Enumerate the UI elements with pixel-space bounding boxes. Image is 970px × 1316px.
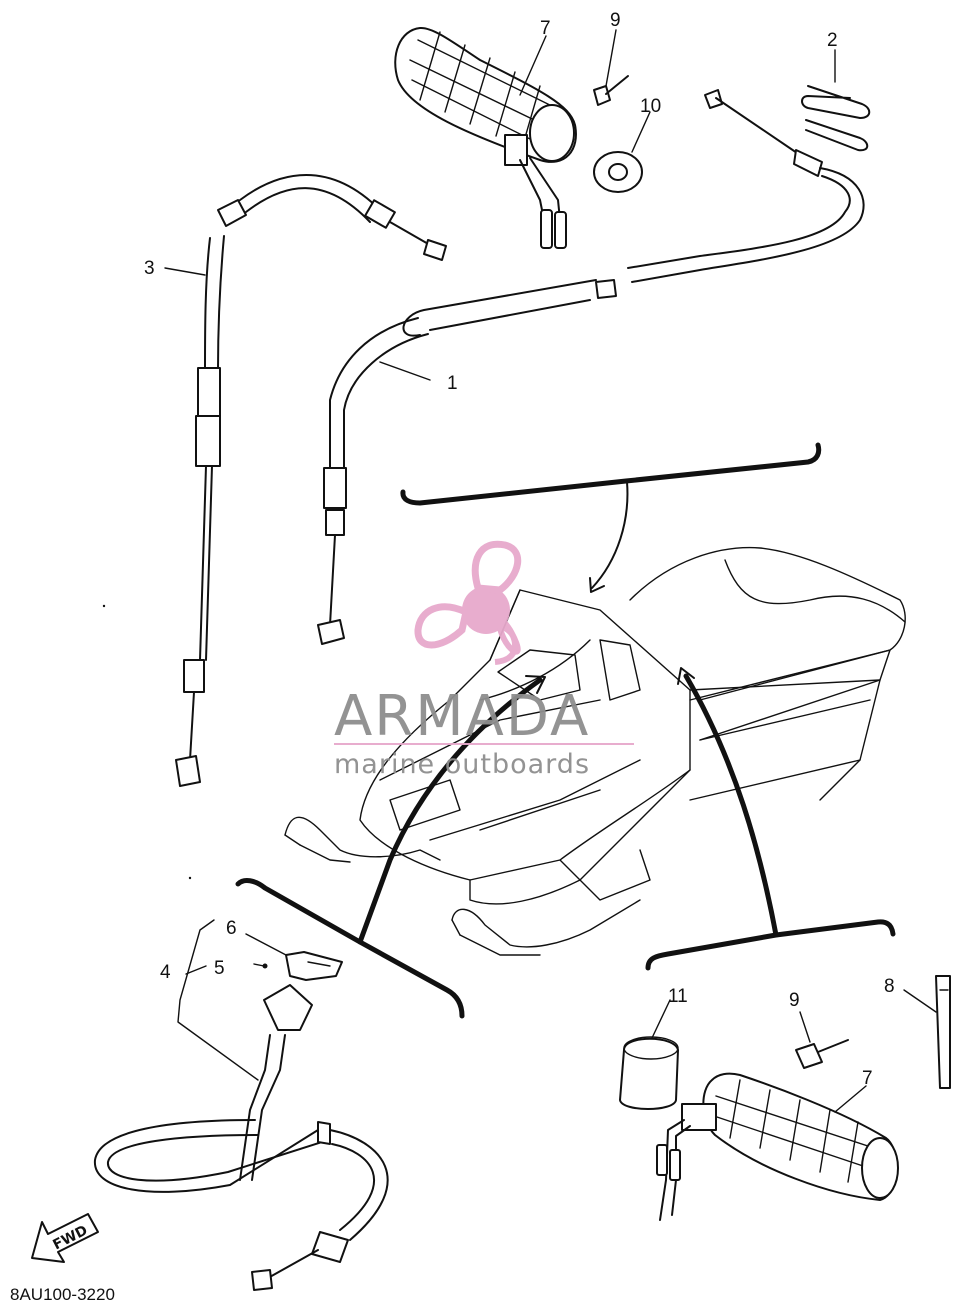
leader-7-top	[519, 35, 547, 96]
leader-10	[631, 111, 651, 153]
callout-1: 1	[447, 373, 458, 394]
callout-9-top: 9	[610, 10, 621, 31]
diagram-code: 8AU100-3220	[10, 1285, 115, 1304]
part-10-washer[interactable]	[593, 151, 643, 193]
callout-9-bottom: 9	[789, 990, 800, 1011]
snowmobile-illustration	[284, 546, 906, 956]
callout-labels: 1 2 3 4 5 6 7 7 8 9 9 10 11	[144, 10, 895, 1089]
callout-11: 11	[668, 986, 688, 1007]
watermark-tagline: marine outboards	[334, 749, 590, 780]
callout-7-top: 7	[540, 18, 551, 39]
part-5-pin[interactable]	[253, 963, 268, 969]
part-6-lanyard-clip[interactable]	[245, 933, 343, 981]
part-11-collar[interactable]	[619, 999, 679, 1110]
callout-7-bottom: 7	[862, 1068, 873, 1089]
part-3-brake-cable[interactable]	[164, 174, 447, 787]
propeller-logo-icon	[414, 540, 522, 665]
part-9-screw-bottom[interactable]	[795, 1011, 849, 1069]
part-9-screw-top[interactable]	[593, 75, 629, 106]
part-2-cable-clip[interactable]	[801, 85, 871, 152]
watermark-brand: ARMADA	[334, 684, 590, 749]
callout-5: 5	[214, 958, 225, 979]
leader-9-top	[605, 29, 617, 87]
part-7-handle-grip-top[interactable]	[394, 26, 577, 249]
part-4-switch-assembly[interactable]	[93, 919, 389, 1291]
part-8-cable-tie[interactable]	[903, 975, 951, 1089]
armada-watermark: ARMADA marine outboards	[334, 540, 634, 780]
callout-brackets	[235, 442, 896, 1019]
callout-6: 6	[226, 918, 237, 939]
part-7-handle-grip-bottom[interactable]	[656, 1072, 899, 1221]
callout-2: 2	[827, 30, 838, 51]
callout-8: 8	[884, 976, 895, 997]
part-1-throttle-cable[interactable]	[317, 89, 865, 645]
callout-4: 4	[160, 962, 171, 983]
callout-10: 10	[640, 96, 661, 117]
forward-direction-arrow: FWD	[31, 1213, 99, 1263]
callout-3: 3	[144, 258, 155, 279]
